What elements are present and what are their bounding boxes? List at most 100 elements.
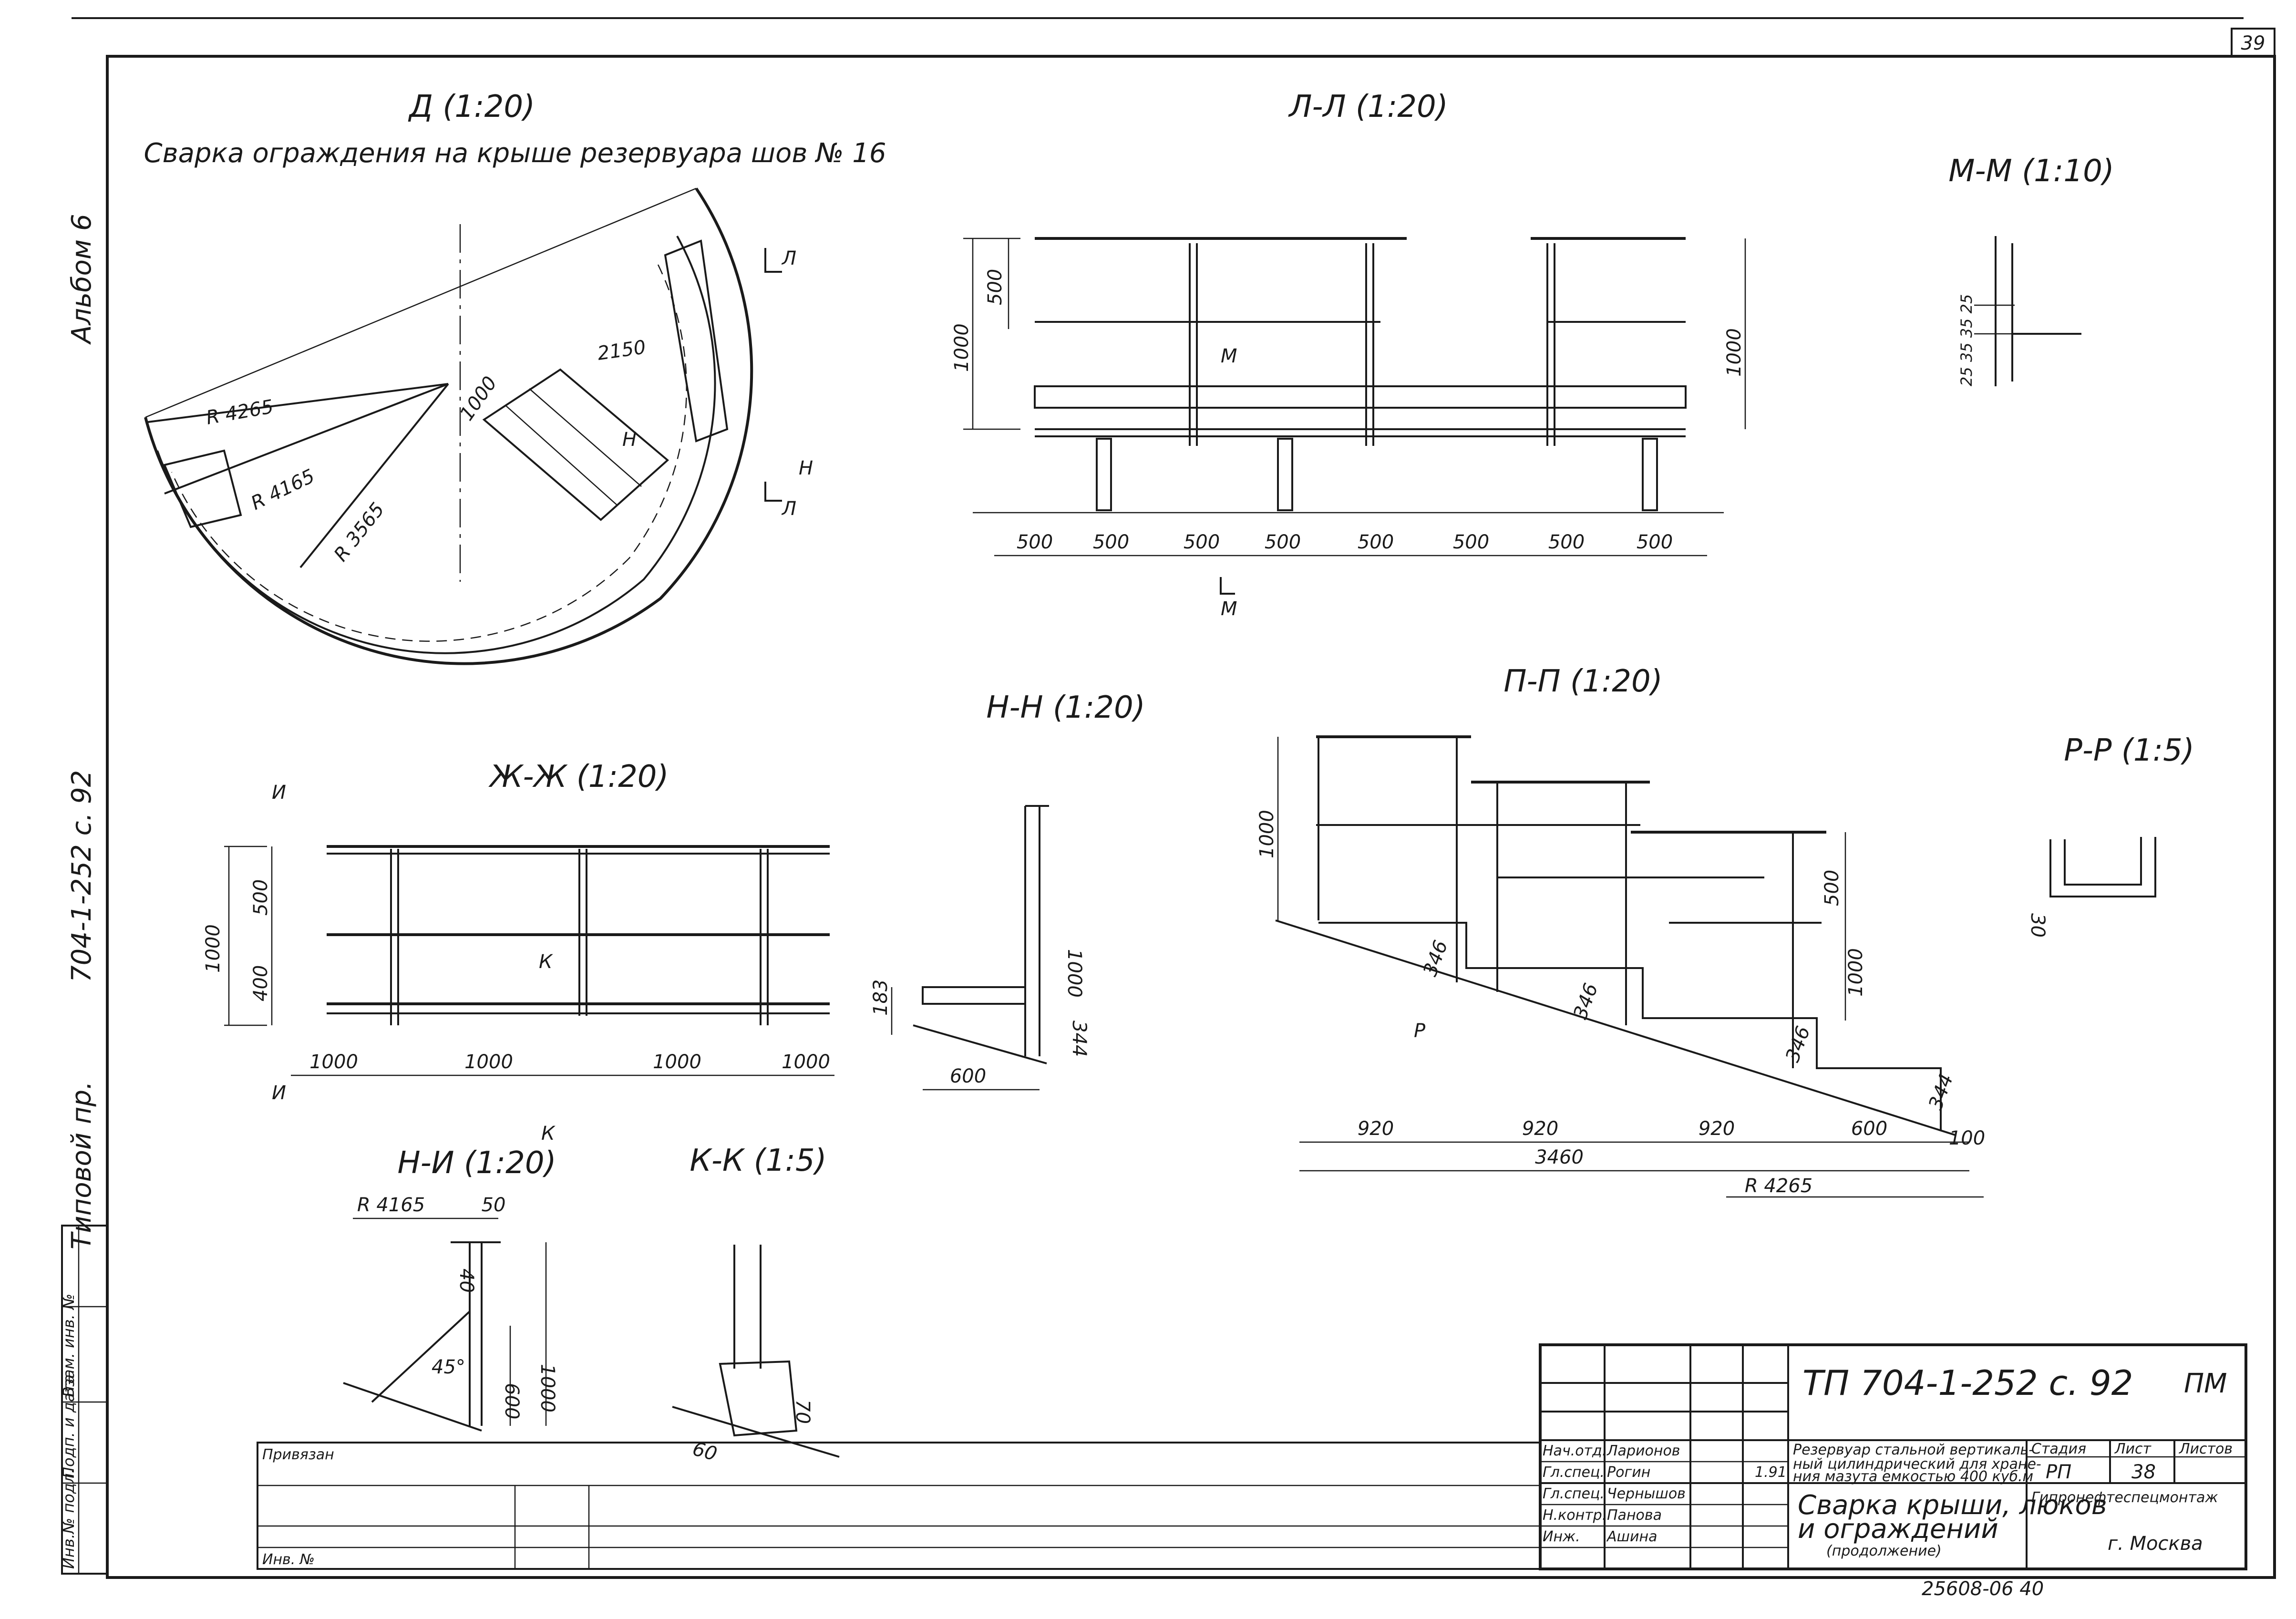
pp-step-2: 920 [1522, 1118, 1558, 1140]
ll-mark-m-bottom: М [1221, 598, 1237, 620]
pp-rise-3: 346 [1781, 1023, 1814, 1065]
pp-dim-1000-left: 1000 [1256, 810, 1278, 858]
title-tank-desc-1: Резервуар стальной вертикаль- [1793, 1442, 2034, 1458]
hatch-dim-1000: 1000 [456, 372, 502, 425]
ll-span-4: 500 [1265, 531, 1301, 553]
radius-4165: R 4165 [247, 465, 318, 515]
role-5: Инж. [1543, 1528, 1580, 1545]
ll-dim-1000-right: 1000 [1723, 328, 1745, 377]
title-tank-desc-2: ный цилиндрический для хране- [1793, 1456, 2041, 1473]
title-tank-desc-3: ния мазута емкостью 400 куб.м [1793, 1468, 2033, 1485]
zhzh-mark-i-top: И [272, 782, 286, 804]
ni-dim-600: 600 [501, 1383, 523, 1419]
view-nn-title: Н-Н (1:20) [986, 690, 1145, 725]
margin-project-code: 704-1-252 с. 92 [66, 770, 97, 982]
sheet-number: 39 [2241, 32, 2265, 54]
view-d-subtitle: Сварка ограждения на крыше резервуара шо… [144, 138, 886, 169]
view-rr-title: Р-Р (1:5) [2064, 733, 2194, 768]
cut-mark-l-bottom: Л [781, 498, 796, 520]
margin-replaced-no: Взам. инв. № [60, 1294, 78, 1397]
ll-mark-m: М [1221, 345, 1237, 367]
role-1: Нач.отд. [1543, 1443, 1606, 1459]
nn-dim-1000: 1000 [1063, 949, 1085, 998]
ll-span-5: 500 [1358, 531, 1394, 553]
view-pp-title: П-П (1:20) [1503, 664, 1662, 699]
title-sheet-name-2: и ограждений [1798, 1514, 1998, 1545]
pp-rise-1: 346 [1419, 938, 1452, 979]
title-sheet-name-1: Сварка крыши, люков [1798, 1490, 2107, 1521]
ll-span-8: 500 [1637, 531, 1673, 553]
pp-step-3: 920 [1699, 1118, 1735, 1140]
view-mm-title: М-М (1:10) [1948, 154, 2114, 189]
role-3: Гл.спец. [1543, 1485, 1605, 1502]
person-1: Ларионов [1606, 1443, 1680, 1459]
title-sheets-label: Листов [2179, 1441, 2233, 1457]
view-ll-title: Л-Л (1:20) [1288, 89, 1448, 124]
ni-dim-40: 40 [455, 1268, 477, 1293]
role-2: Гл.спец. [1543, 1464, 1605, 1481]
view-ni-title: Н-И (1:20) [397, 1145, 556, 1181]
title-sheet-label: Лист [2114, 1441, 2152, 1457]
sheet-number-box [2231, 28, 2275, 57]
margin-inventory-box [61, 1225, 108, 1575]
drawing-frame [106, 55, 2276, 1579]
ll-span-6: 500 [1453, 531, 1489, 553]
ll-span-7: 500 [1548, 531, 1585, 553]
person-5: Ашина [1606, 1528, 1657, 1545]
view-zhzh-title: Ж-Ж (1:20) [488, 759, 669, 794]
pp-dim-1000-right: 1000 [1845, 948, 1867, 997]
zhzh-dim-400: 400 [250, 965, 272, 1001]
radius-3565: R 3565 [330, 499, 389, 566]
ll-span-3: 500 [1184, 531, 1220, 553]
drawing-archive-number: 25608-06 40 [1922, 1578, 2044, 1600]
binding-label: Привязан [262, 1446, 334, 1463]
rr-dim-30: 30 [2027, 913, 2049, 938]
ll-dim-1000: 1000 [951, 323, 973, 372]
pp-dim-344: 344 [1925, 1071, 1957, 1113]
person-3: Чернышов [1607, 1485, 1686, 1502]
nn-dim-183: 183 [870, 980, 892, 1016]
ni-dim-50: 50 [482, 1194, 506, 1216]
view-d-title: Д (1:20) [408, 89, 535, 124]
pp-step-1: 920 [1358, 1118, 1394, 1140]
mm-dims: 25 35 35 25 [1957, 294, 1976, 386]
cut-mark-l-top: Л [781, 247, 796, 269]
zhzh-span-3: 1000 [653, 1051, 701, 1073]
ni-radius: R 4165 [357, 1194, 425, 1216]
ll-span-2: 500 [1093, 531, 1129, 553]
pp-radius-4265: R 4265 [1745, 1175, 1812, 1197]
nn-dim-344: 344 [1068, 1021, 1090, 1057]
title-sheet-value: 38 [2131, 1461, 2156, 1483]
inventory-label: Инв. № [262, 1551, 315, 1568]
title-city: г. Москва [2108, 1533, 2203, 1555]
title-organization: Гипронефтеспецмонтаж [2031, 1489, 2218, 1506]
person-4: Панова [1607, 1507, 1662, 1524]
pp-rise-2: 346 [1569, 980, 1602, 1022]
view-p-p: П-П (1:20) 1000 500 1000 346 346 346 344… [1256, 664, 1985, 1198]
ni-angle: 45° [432, 1356, 465, 1378]
person-2: Рогин [1607, 1464, 1650, 1481]
pp-dim-500: 500 [1821, 870, 1843, 906]
view-r-r: Р-Р (1:5) 30 [2027, 733, 2194, 938]
zhzh-span-2: 1000 [464, 1051, 513, 1073]
view-kk-title: К-К (1:5) [690, 1143, 826, 1178]
hatch-dim-2150: 2150 [596, 336, 647, 365]
cut-mark-h: Н [799, 457, 813, 479]
nn-dim-600: 600 [950, 1065, 986, 1087]
view-k-k: К-К (1:5) 70 60 [672, 1143, 840, 1465]
zhzh-dim-1000: 1000 [202, 924, 224, 973]
margin-type: Типовой пр. [66, 1081, 97, 1249]
pp-dim-100: 100 [1949, 1127, 1985, 1149]
zhzh-mark-k-bottom: К [541, 1123, 556, 1145]
role-4: Н.контр. [1543, 1507, 1606, 1524]
title-block: ТП 704-1-252 с. 92 ПМ Резервуар стальной… [257, 1343, 2247, 1600]
pp-total-3460: 3460 [1535, 1146, 1584, 1168]
date-signed: 1.91 [1755, 1464, 1787, 1481]
zhzh-mark-k: К [539, 951, 553, 973]
title-stage-label: Стадия [2031, 1441, 2086, 1457]
title-sheet-name-3: (продолжение) [1826, 1543, 1942, 1559]
view-l-l: Л-Л (1:20) 1000 500 1000 500 500 500 500… [951, 89, 1746, 620]
pp-mark-r: Р [1414, 1020, 1426, 1042]
